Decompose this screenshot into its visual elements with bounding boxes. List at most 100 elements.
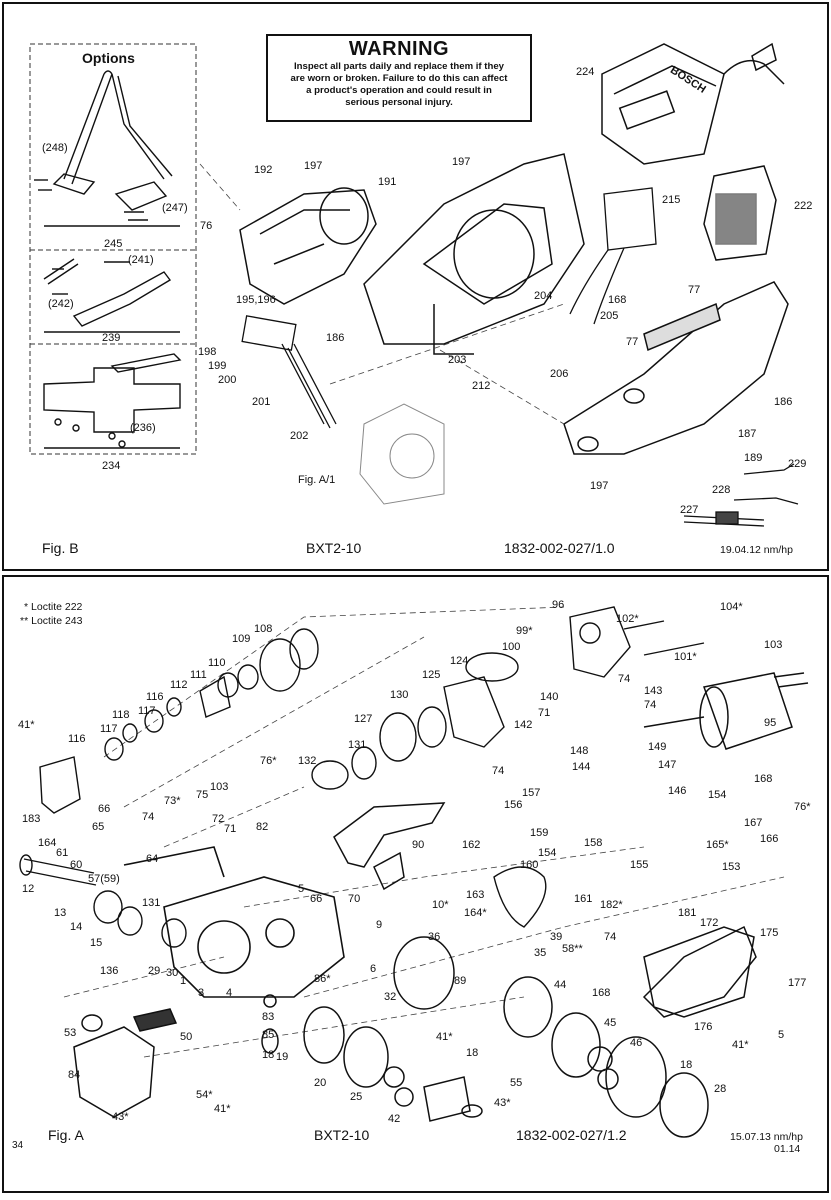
part-label: 163 [466,889,485,901]
part-label: 66 [98,803,111,815]
part-label: 50 [180,1031,193,1043]
frame-186-drawing [363,153,585,355]
part-label: 73* [164,795,181,807]
part-label: 84 [68,1069,81,1081]
part-label: 89 [454,975,467,987]
part-label: 60 [70,859,83,871]
part-label: 228 [712,484,731,496]
part-label: 132 [298,755,317,767]
part-label: 77 [626,336,639,348]
part-label: Fig. A/1 [298,474,336,486]
part-label: 183 [22,813,41,825]
part-label: 46 [630,1037,643,1049]
part-label: 57(59) [88,873,120,885]
part-label: 187 [738,428,757,440]
part-label: 127 [354,713,373,725]
options-title: Options [82,50,135,66]
part-label: 143 [644,685,663,697]
battery-drawing [703,165,777,261]
part-label: 18 [466,1047,479,1059]
part-label: 25 [350,1091,363,1103]
part-label: 71 [538,707,551,719]
part-label: 18 [262,1049,275,1061]
part-label: 108 [254,623,273,635]
part-label: 168 [592,987,611,999]
part-label: 32 [384,991,397,1003]
part-label: 186 [326,332,345,344]
part-label: 197 [590,480,609,492]
part-label: 142 [514,719,533,731]
part-label: 28 [714,1083,727,1095]
part-label: 95 [764,717,777,729]
part-label: 117 [138,705,156,717]
main-body-drawing [123,846,345,998]
part-label: 131 [142,897,161,909]
part-label: 70 [348,893,361,905]
part-label: 177 [788,977,807,989]
part-label: 72 [212,813,225,825]
figure-a-date: 15.07.13 nm/hp [730,1131,803,1143]
part-label: 117 [100,723,118,735]
part-label: 166 [760,833,779,845]
part-label: 12 [22,883,35,895]
part-label: 99* [516,625,533,637]
part-label: 189 [744,452,763,464]
part-label: 1 [180,975,187,987]
part-label: 74 [604,931,617,943]
part-label: 19 [276,1051,289,1063]
part-label: 55 [510,1077,523,1089]
part-label: 154 [538,847,557,859]
part-label: 74 [492,765,505,777]
part-label: 239 [102,332,121,344]
part-label: 153 [722,861,741,873]
part-label: 101* [674,651,697,663]
legend-loctite-222: * Loctite 222 [24,601,83,613]
part-label: 5 [778,1029,785,1041]
part-label: 168 [754,773,773,785]
part-label: 20 [314,1077,327,1089]
part-label: 160 [520,859,539,871]
part-label: 74 [142,811,155,823]
part-label: 76* [794,801,811,813]
gears-drawing [311,652,519,790]
part-label: 10* [432,899,449,911]
part-label: 43* [494,1097,511,1109]
part-label: 53 [64,1027,77,1039]
part-label: 64 [146,853,159,865]
part-label: 76* [260,755,277,767]
part-label: 234 [102,460,121,472]
planetary-drawing [393,926,755,1138]
handle-175-drawing [642,925,757,1018]
warning-title: WARNING [348,38,450,60]
part-label: 154 [708,789,727,801]
part-label: 61 [56,847,69,859]
leader-lines [63,606,785,1058]
part-label: 197 [452,156,471,168]
part-label: 131 [348,739,367,751]
part-label: 85 [262,1029,275,1041]
part-label: 155 [630,859,649,871]
motor-drawing [643,672,809,750]
part-label: 206 [550,368,569,380]
figure-b-model: BXT2-10 [306,540,362,556]
part-label: 76 [200,220,213,232]
part-label: 148 [570,745,589,757]
part-label: 161 [574,893,593,905]
part-label: 45 [604,1017,617,1029]
part-label: (241) [128,254,154,266]
part-label: 175 [760,927,779,939]
part-label: 130 [390,689,409,701]
part-label: 168 [608,294,627,306]
part-label: 162 [462,839,481,851]
part-label: 116 [146,691,164,703]
part-label: 172 [700,917,719,929]
options-box [29,43,197,455]
shaft-left-drawing [19,756,187,948]
part-label: 182* [600,899,623,911]
part-label: (248) [42,142,68,154]
part-label: 165* [706,839,729,851]
part-label: 41* [436,1031,453,1043]
part-label: 198 [198,346,217,358]
figure-a-drawing [19,606,809,1138]
part-label: 29 [148,965,161,977]
